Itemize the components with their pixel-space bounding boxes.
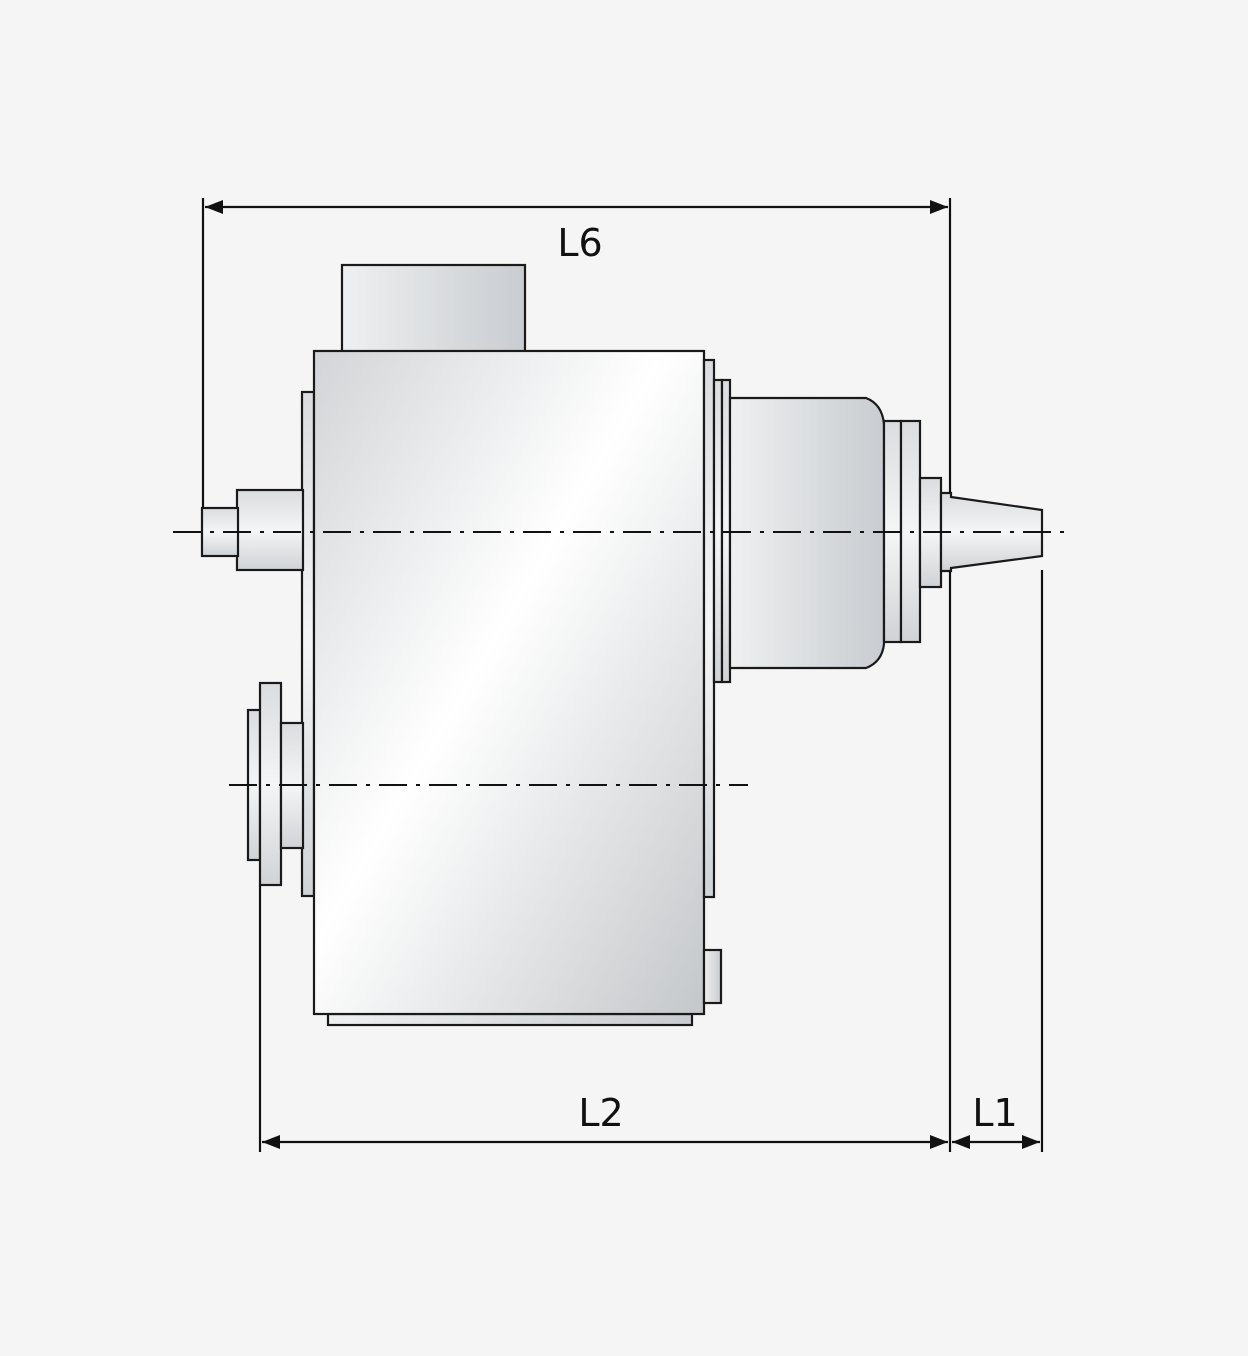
right-side-plate-inner: [712, 378, 724, 684]
main-housing: [312, 349, 706, 1016]
right-side-plate-outer: [702, 358, 716, 899]
terminal-box: [340, 263, 527, 354]
spindle-housing: [728, 396, 886, 670]
dimension-label-l2: L2: [578, 1091, 623, 1135]
dimension-label-l6: L6: [557, 221, 602, 265]
input-shaft-collar: [235, 488, 305, 572]
base-strip: [326, 1012, 694, 1027]
lower-right-tab: [702, 948, 723, 1005]
lower-flange-plate: [258, 681, 283, 887]
dimension-label-l1: L1: [972, 1091, 1017, 1135]
